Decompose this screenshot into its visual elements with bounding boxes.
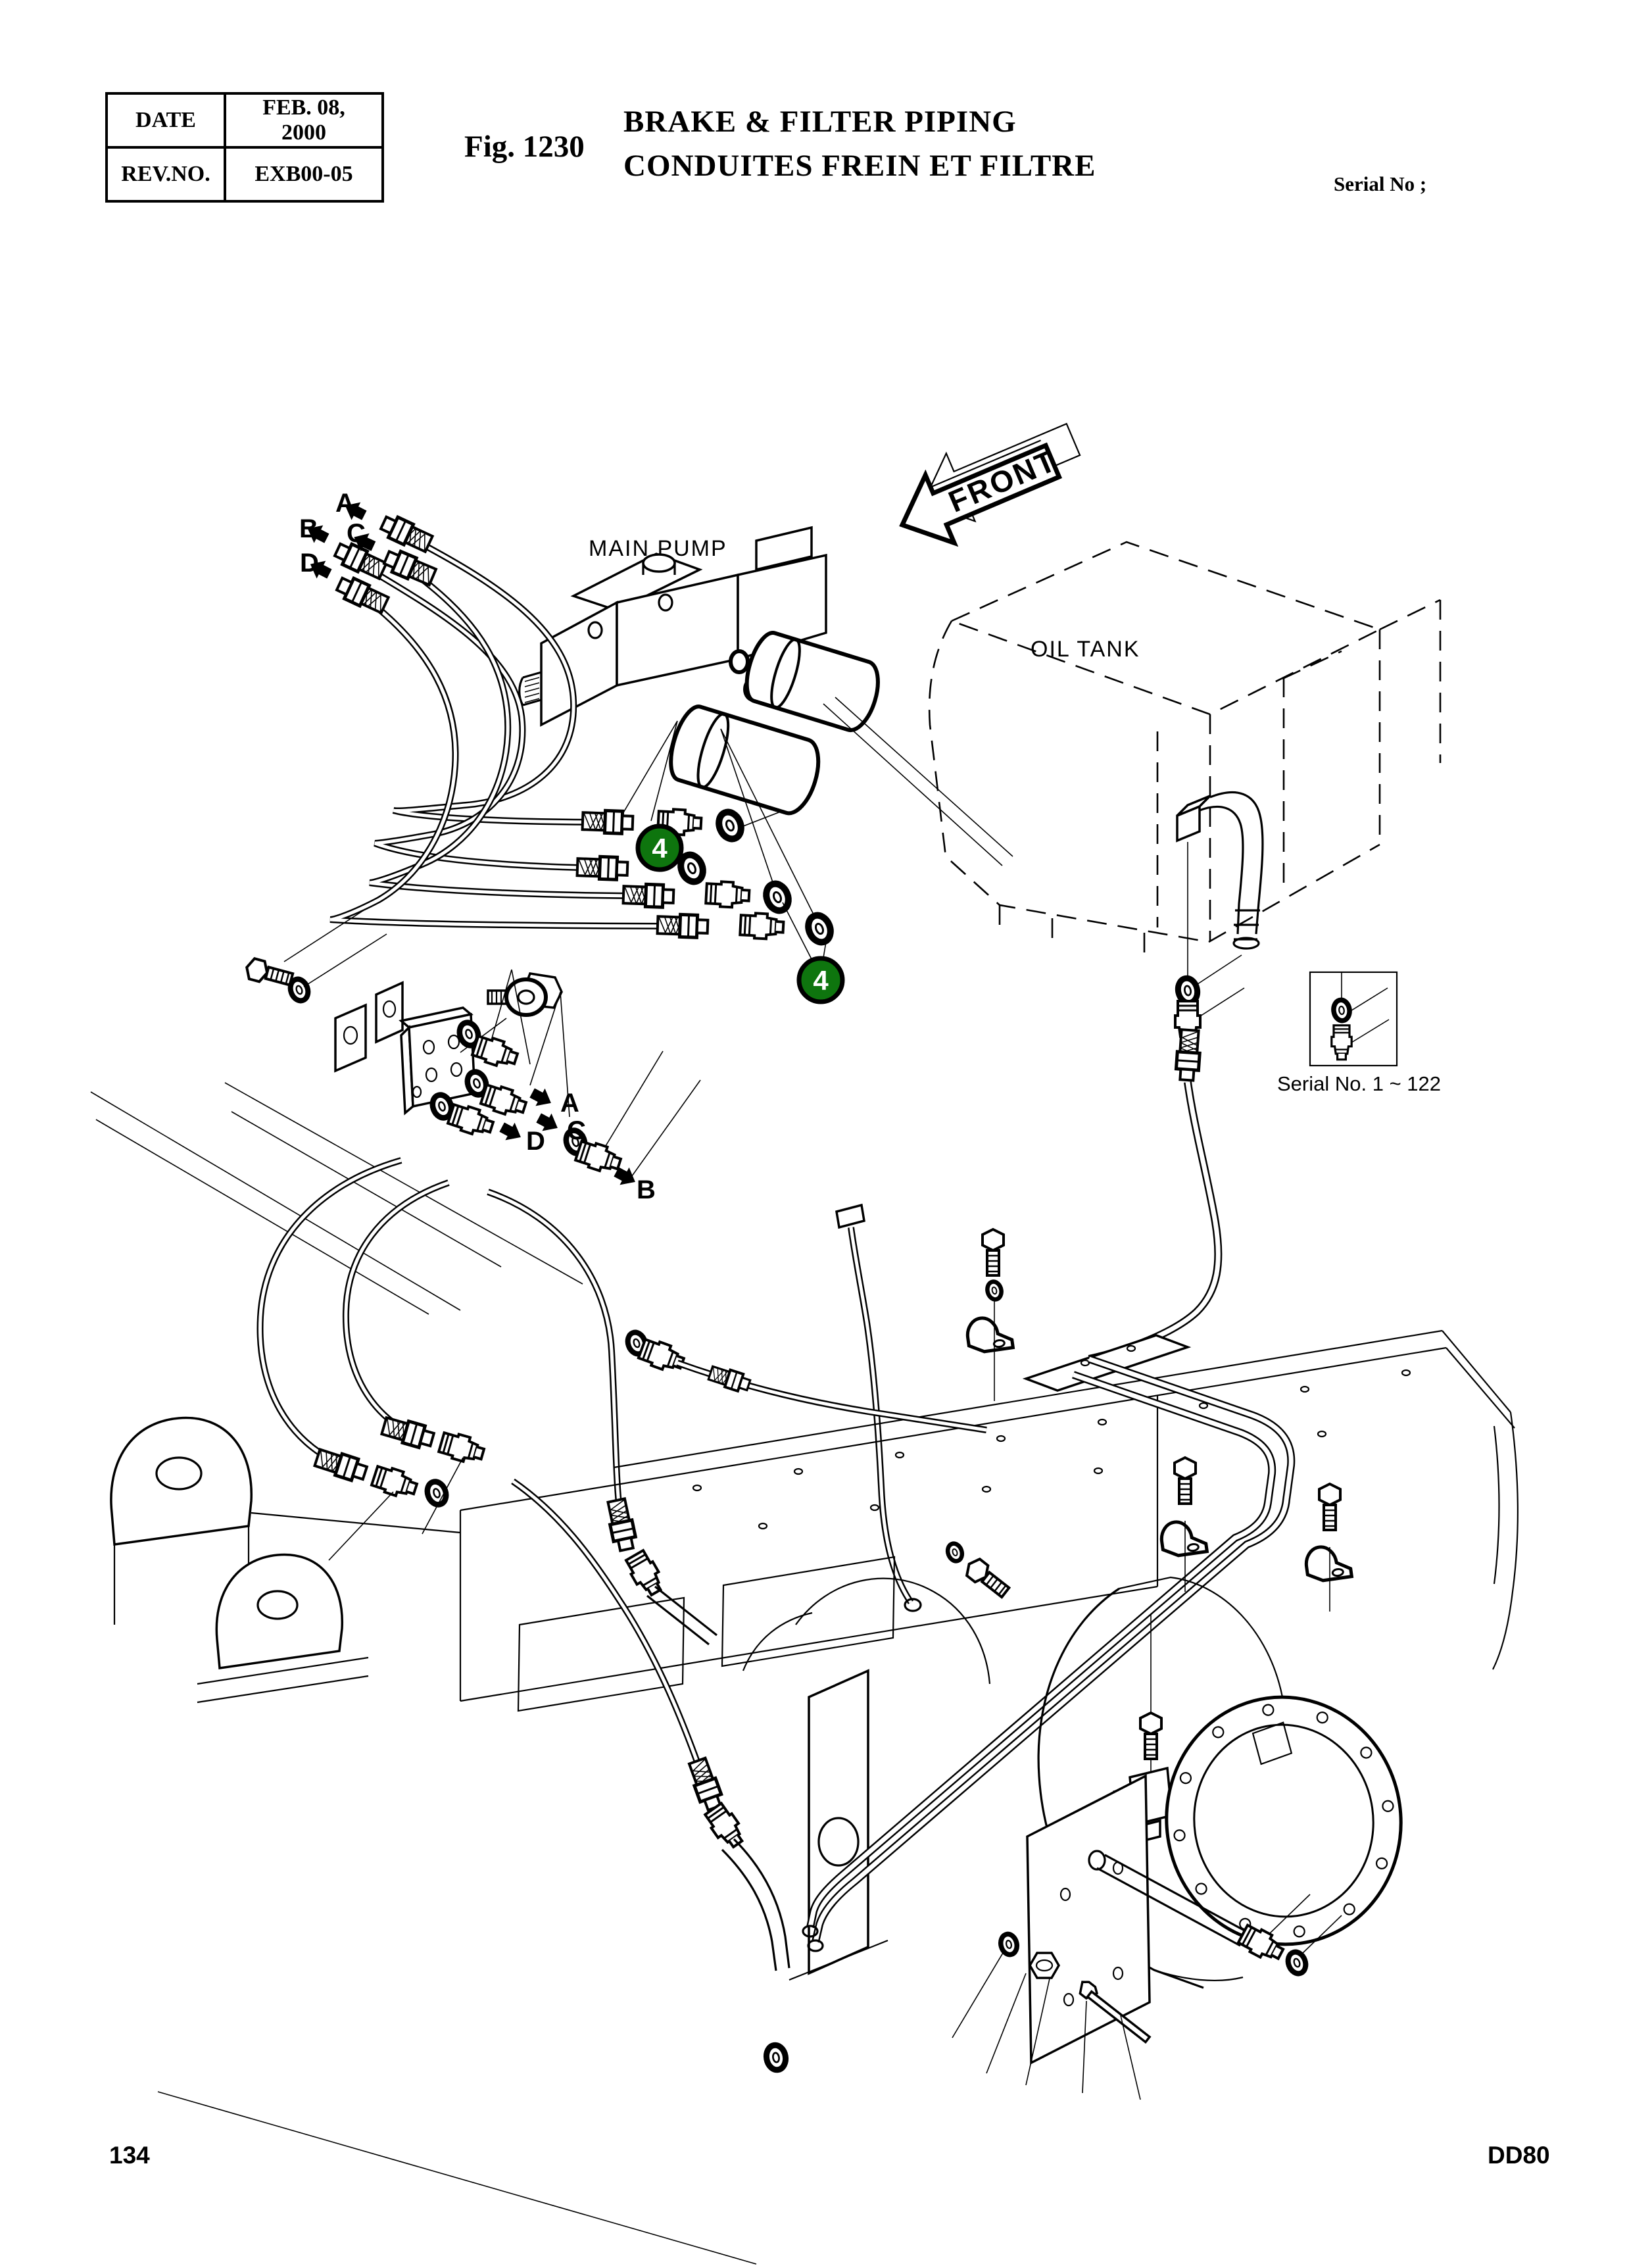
callout-4-a bbox=[635, 824, 684, 872]
table-row: DATE FEB. 08, 2000 bbox=[105, 92, 384, 149]
revno-label: REV.NO. bbox=[105, 146, 226, 203]
serial-range-label: Serial No. 1 ~ 122 bbox=[1277, 1072, 1441, 1095]
callout-4-b-number: 4 bbox=[813, 965, 829, 996]
block-port-label-c: C bbox=[567, 1116, 586, 1145]
deck-bolt-holes bbox=[692, 1369, 1411, 1530]
front-label: FRONT bbox=[944, 443, 1062, 519]
frame-background-lines bbox=[90, 1082, 757, 2265]
oil-tank-label: OIL TANK bbox=[1031, 637, 1140, 662]
date-value: FEB. 08, 2000 bbox=[224, 92, 384, 149]
tank-return-line bbox=[1088, 791, 1264, 1363]
callouts: 4 4 bbox=[635, 824, 845, 1004]
title-french: CONDUITES FREIN ET FILTRE bbox=[623, 149, 1096, 183]
block-port-label-d: D bbox=[526, 1127, 545, 1156]
callout-4-b bbox=[796, 956, 845, 1004]
block-port-label-a: A bbox=[560, 1089, 579, 1118]
main-pump-drawing: MAIN PUMP bbox=[518, 526, 1013, 924]
bottom-hardware bbox=[765, 1933, 1152, 2100]
title-english: BRAKE & FILTER PIPING bbox=[623, 105, 1017, 139]
oil-tank-drawing: OIL TANK bbox=[928, 541, 1442, 959]
figure-number: Fig. 1230 bbox=[464, 130, 585, 164]
callout-4-a-number: 4 bbox=[652, 833, 668, 864]
page-title: BRAKE & FILTER PIPING CONDUITES FREIN ET… bbox=[623, 100, 1096, 188]
revno-value: EXB00-05 bbox=[224, 146, 384, 203]
brake-flange bbox=[1026, 1576, 1403, 2065]
page-number: 134 bbox=[109, 2142, 150, 2169]
front-arrow: FRONT bbox=[899, 422, 1081, 547]
serial-inset: Serial No. 1 ~ 122 bbox=[1277, 971, 1441, 1095]
pump-port-label-b: B bbox=[299, 514, 318, 543]
pump-port-label-a: A bbox=[335, 489, 354, 518]
document-code: DD80 bbox=[1488, 2142, 1550, 2169]
table-row: REV.NO. EXB00-05 bbox=[105, 146, 384, 203]
pump-port-label-c: C bbox=[347, 519, 366, 548]
brake-pipes-on-frame bbox=[511, 1330, 1296, 1971]
pump-hoses: A B C D bbox=[299, 489, 835, 962]
date-label: DATE bbox=[105, 92, 226, 149]
block-port-label-b: B bbox=[637, 1175, 656, 1204]
pressure-switch bbox=[487, 972, 563, 1017]
revision-table: DATE FEB. 08, 2000 REV.NO. EXB00-05 bbox=[105, 92, 384, 203]
manifold-block-area: A C D B bbox=[243, 908, 701, 1204]
serial-no-label: Serial No ; bbox=[1334, 172, 1427, 195]
pump-port-label-d: D bbox=[300, 549, 319, 578]
